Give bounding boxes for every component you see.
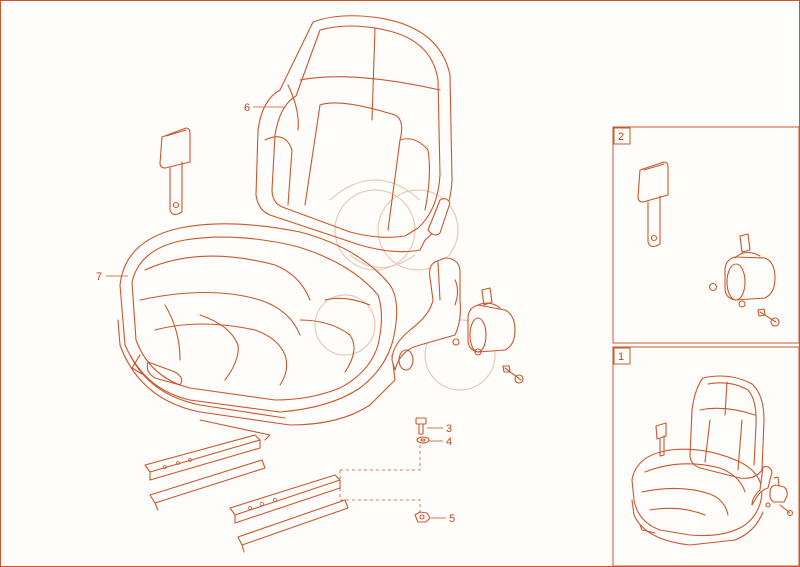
bolt-part-3 <box>415 417 427 435</box>
washer-part-4 <box>416 436 430 444</box>
seat-belt-buckle <box>159 127 191 216</box>
panel-2-label[interactable]: 2 <box>618 131 624 143</box>
detail-panel-1: 1 <box>612 346 800 567</box>
assembly-guide-line <box>339 470 421 512</box>
seat-belt-retractor <box>452 287 516 356</box>
retractor-bolt <box>502 365 524 384</box>
slide-rail-right <box>229 474 349 553</box>
nut-part-5 <box>414 511 431 523</box>
seat-cushion <box>117 223 461 441</box>
callout-4[interactable]: 4 <box>446 436 452 448</box>
callout-5[interactable]: 5 <box>449 513 455 525</box>
callout-7[interactable]: 7 <box>96 271 102 283</box>
seat-backrest <box>255 15 453 253</box>
watermark-emblem <box>314 179 496 391</box>
callout-3[interactable]: 3 <box>446 423 452 435</box>
assembly-guide-line <box>340 443 421 471</box>
callout-6[interactable]: 6 <box>244 102 250 114</box>
slide-rail-left <box>144 434 266 511</box>
panel-1-label[interactable]: 1 <box>618 351 624 363</box>
detail-panel-2: 2 <box>612 126 800 344</box>
